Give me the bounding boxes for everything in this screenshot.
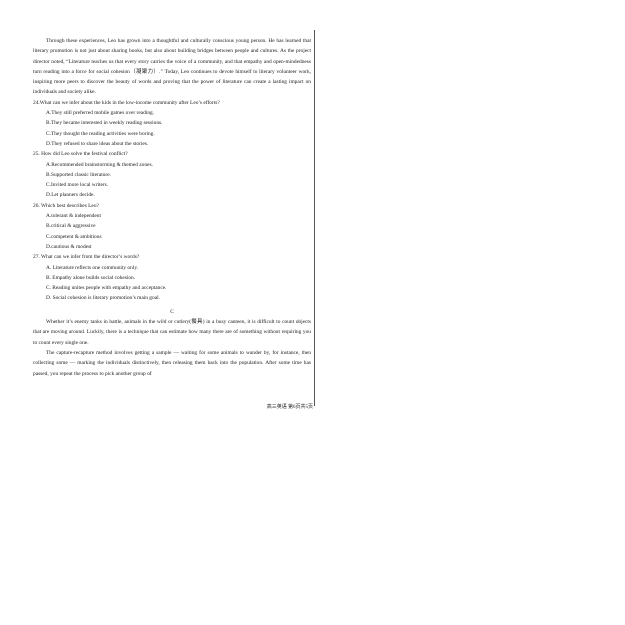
option-c: C. Reading unites people with empathy an… <box>46 285 167 292</box>
option-b: B.Supported classic literature. <box>46 171 111 178</box>
question-stem: 27. What can we infer from the director’… <box>33 254 140 261</box>
option-d: D. Social cohesion is literary promotion… <box>46 295 160 302</box>
question-24: 24.What can we infer about the kids in t… <box>33 98 311 149</box>
option-c: C.competent & ambitious <box>46 233 102 240</box>
option-a: A.tolerant & independent <box>46 213 101 220</box>
option-d: D.cautious & modest <box>46 243 92 250</box>
exam-page: Through these experiences, Leo has grown… <box>33 36 311 379</box>
option-b: B.critical & aggressive <box>46 223 96 230</box>
passage-c-heading: C <box>170 308 174 315</box>
passage-c-paragraph-1: Whether it’s enemy tanks in battle, anim… <box>33 319 311 346</box>
column-divider <box>314 30 315 406</box>
page-footer: 高三英语 第6页共5页 <box>266 405 313 410</box>
option-d: D.Let planners decide. <box>46 192 95 199</box>
question-stem: 24.What can we infer about the kids in t… <box>33 99 220 106</box>
option-a: A.Recommended brainstorming & themed zon… <box>46 161 153 168</box>
question-26: 26. Which best describes Leo? A.tolerant… <box>33 201 311 252</box>
question-25: 25. How did Leo solve the festival confl… <box>33 149 311 200</box>
option-a: A.They still preferred mobile games over… <box>46 110 155 117</box>
question-27: 27. What can we infer from the director’… <box>33 252 311 303</box>
question-stem: 25. How did Leo solve the festival confl… <box>33 151 128 158</box>
passage-b-paragraph: Through these experiences, Leo has grown… <box>33 38 311 96</box>
question-stem: 26. Which best describes Leo? <box>33 202 99 209</box>
option-c: C.They thought the reading activities we… <box>46 130 155 137</box>
option-b: B. Empathy alone builds social cohesion. <box>46 274 136 281</box>
option-c: C.Invited more local writers. <box>46 182 109 189</box>
passage-c-paragraph-2: The capture-recapture method involves ge… <box>33 349 311 377</box>
option-d: D.They refused to share ideas about the … <box>46 140 149 147</box>
option-a: A. Literature reflects one community onl… <box>46 264 139 271</box>
option-b: B.They became interested in weekly readi… <box>46 120 163 127</box>
